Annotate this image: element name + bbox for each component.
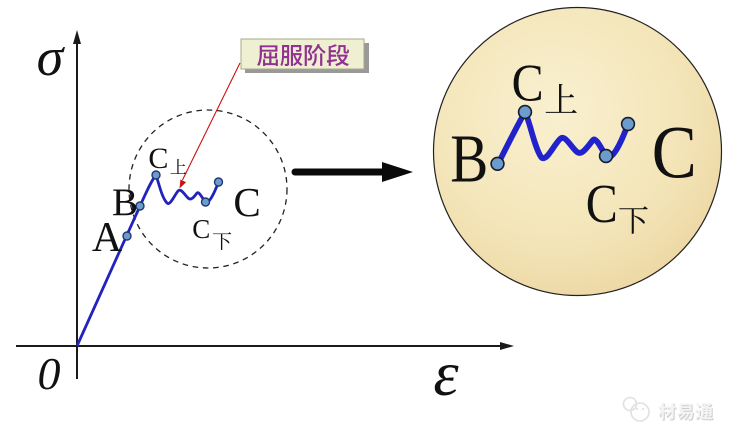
svg-text:C: C <box>148 142 168 175</box>
svg-text:C: C <box>192 214 210 244</box>
svg-text:C: C <box>233 179 260 225</box>
svg-text:C: C <box>512 55 544 113</box>
svg-text:σ: σ <box>37 27 66 87</box>
svg-text:ε: ε <box>433 338 459 409</box>
svg-text:B: B <box>450 121 488 197</box>
svg-text:B: B <box>112 181 138 224</box>
svg-text:C: C <box>652 112 697 195</box>
svg-text:0: 0 <box>38 348 61 399</box>
svg-text:A: A <box>92 215 123 261</box>
svg-text:C: C <box>586 173 618 234</box>
